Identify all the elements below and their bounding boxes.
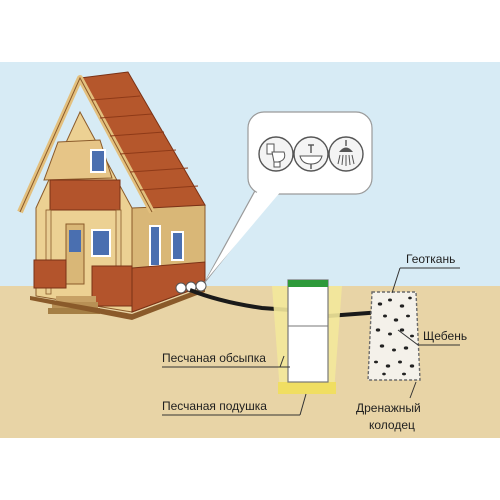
sand-cushion — [278, 382, 336, 394]
gravel — [374, 296, 415, 376]
drainage-well — [367, 291, 421, 381]
balcony-panel — [49, 179, 121, 211]
sink-icon — [293, 136, 329, 172]
label-drainage-well-line1: Дренажный — [356, 401, 421, 415]
toilet-icon — [258, 136, 294, 172]
steps — [56, 296, 96, 302]
porch-rail — [33, 259, 67, 289]
inlet-pipe — [189, 288, 291, 312]
attic-window — [90, 149, 106, 173]
label-gravel: Щебень — [423, 329, 467, 343]
side-window — [171, 231, 184, 261]
shower-icon — [328, 136, 364, 172]
callout-bubble — [204, 111, 373, 283]
label-drainage-well-line2: колодец — [369, 418, 415, 432]
label-sand-cushion: Песчаная подушка — [162, 399, 267, 413]
label-sand-backfill: Песчаная обсыпка — [162, 351, 266, 365]
porch-rail — [91, 265, 133, 307]
label-geotextile: Геоткань — [406, 252, 455, 266]
leader-lines — [162, 267, 460, 416]
side-window — [149, 225, 161, 267]
wall-fixtures — [175, 280, 207, 294]
front-window — [91, 229, 111, 257]
tank-lid — [288, 280, 328, 287]
house — [17, 71, 206, 320]
septic-tank — [272, 279, 342, 394]
porch-post — [45, 209, 52, 295]
